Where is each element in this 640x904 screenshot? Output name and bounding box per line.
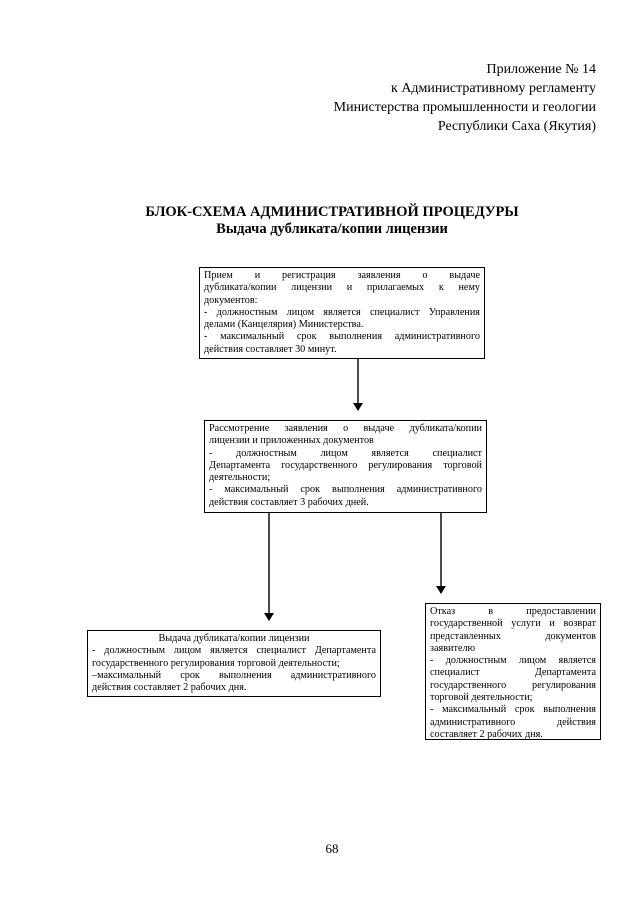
box-line: лицензии и приложенных документов [209, 435, 374, 447]
box-line: государственного регулирования торговой … [92, 657, 340, 669]
refusal-step-box: Отказ в предоставлении государственной у… [425, 603, 601, 740]
box-line: административного действия [430, 716, 596, 728]
diagram-title: БЛОК-СХЕМА АДМИНИСТРАТИВНОЙ ПРОЦЕДУРЫ [145, 204, 519, 220]
box-line: государственной услуги и возврат [430, 618, 596, 630]
box-line: Выдача дубликата/копии лицензии [158, 633, 310, 644]
diagram-subtitle: Выдача дубликата/копии лицензии [216, 221, 448, 237]
reception-step-box: Прием и регистрация заявления о выдаче д… [199, 267, 485, 359]
box-line: деятельности; [209, 472, 271, 484]
box-line: Рассмотрение заявления о выдаче дубликат… [209, 423, 482, 434]
appendix-line-1: Приложение № 14 [486, 62, 597, 77]
box-line: Прием и регистрация заявления о выдаче [204, 270, 480, 281]
box-line: - должностным лицом является специалист … [204, 306, 480, 318]
box-line: действия составляет 3 рабочих дней. [209, 496, 369, 508]
box-line: - должностным лицом является специалист [209, 447, 482, 459]
box-line: действия составляет 30 минут. [204, 343, 337, 355]
review-step-box: Рассмотрение заявления о выдаче дубликат… [204, 420, 487, 513]
box-line: торговой деятельности; [430, 692, 533, 704]
appendix-line-2: к Административному регламенту [391, 81, 596, 96]
box-line: государственного регулирования [430, 679, 596, 691]
box-line: Департамента государственного регулирова… [209, 459, 482, 471]
box-line: составляет 2 рабочих дня. [430, 728, 543, 740]
box-line: - должностным лицом является [430, 655, 596, 667]
page-number: 68 [325, 841, 339, 856]
appendix-line-3: Министерства промышленности и геологии [333, 100, 596, 115]
box-line: специалист Департамента [430, 667, 596, 679]
box-line: дубликата/копии лицензии и прилагаемых к… [204, 282, 480, 294]
box-line: - максимальный срок выполнения администр… [209, 484, 482, 496]
appendix-header: Приложение № 14 к Административному регл… [334, 60, 596, 136]
box-line: - максимальный срок выполнения администр… [204, 331, 480, 343]
box-line: –максимальный срок выполнения администра… [92, 669, 376, 681]
box-line: действия составляет 2 рабочих дня. [92, 682, 247, 694]
box-line: делами (Канцелярия) Министерства. [204, 319, 364, 331]
appendix-line-4: Республики Саха (Якутия) [437, 119, 596, 134]
issue-step-box: Выдача дубликата/копии лицензии - должно… [87, 630, 381, 697]
box-line: представленных документов [430, 630, 596, 642]
box-line: Отказ в предоставлении [430, 606, 596, 617]
box-line: заявителю [430, 642, 476, 654]
box-line: - максимальный срок выполнения [430, 704, 596, 716]
box-line: документов: [204, 294, 258, 306]
box-line: - должностным лицом является специалист … [92, 645, 376, 657]
